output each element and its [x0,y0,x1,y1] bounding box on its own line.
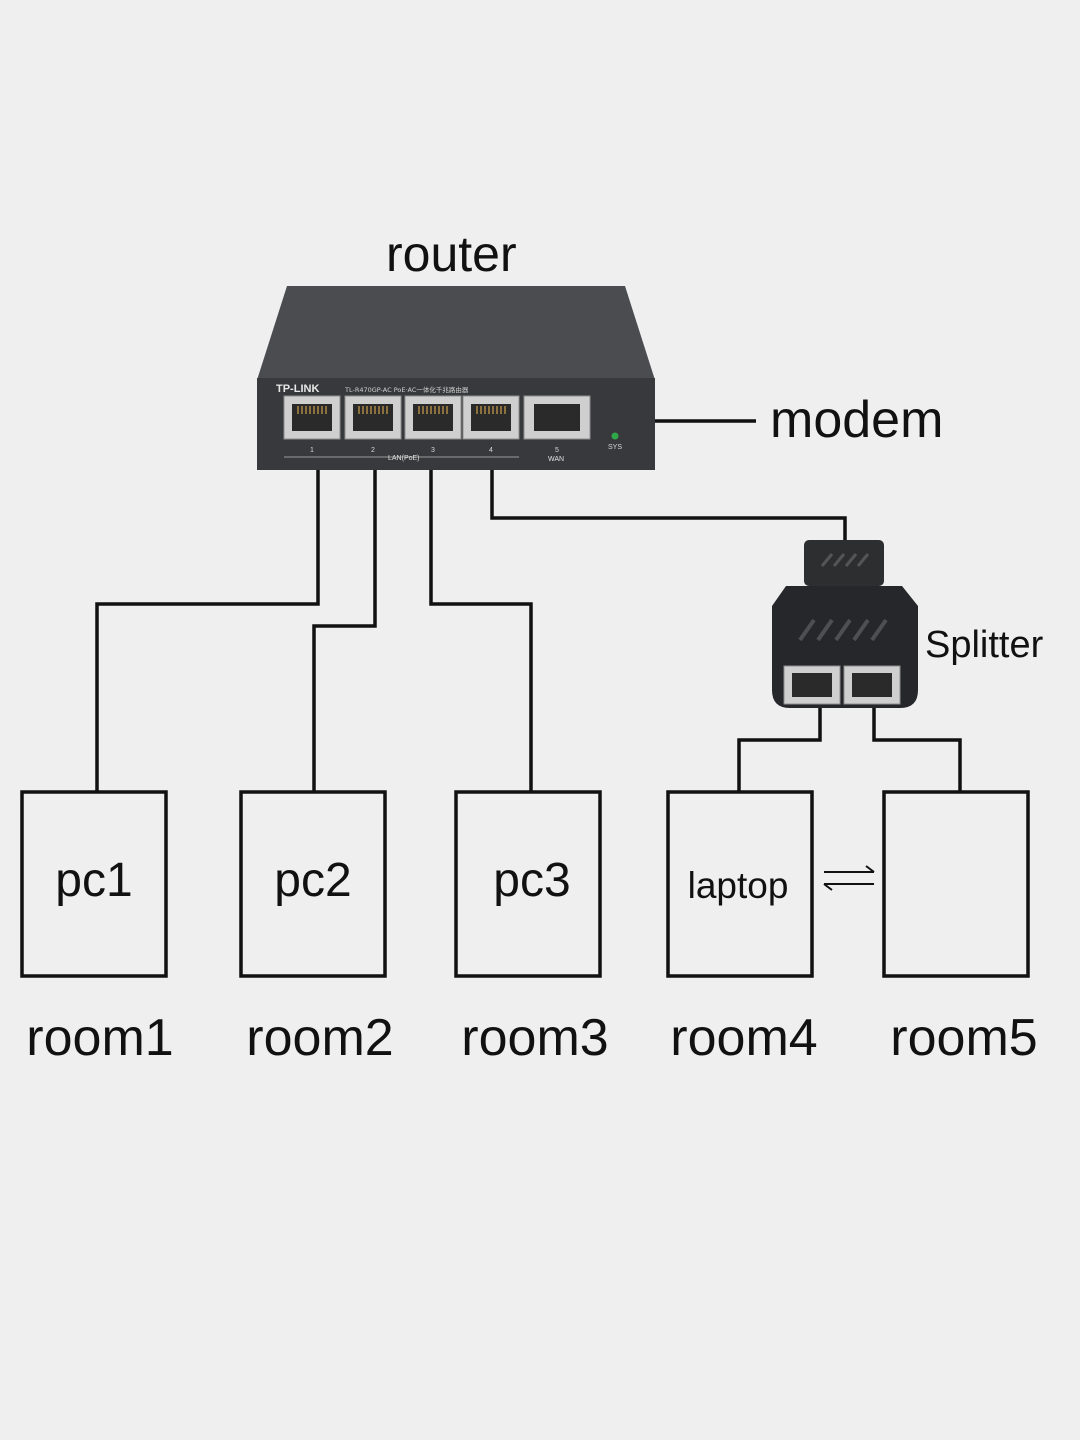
device-name-pc2: pc2 [274,854,352,907]
router-brand: TP-LINK [276,383,319,395]
port-number-3: 3 [431,447,435,454]
sys-label: SYS [608,444,622,451]
lan-label: LAN(PoE) [388,455,420,462]
splitter-grip-mid [798,618,888,642]
splitter-label: Splitter [925,624,1044,666]
device-name-pc3: pc3 [493,854,571,907]
device-name-pc1: pc1 [55,854,133,907]
cable-router-pc1 [95,440,320,792]
room-label-3: room3 [461,1009,609,1067]
laptop-box [666,790,814,978]
contacts [476,406,506,414]
port-opening [471,404,511,431]
splitter-input-plug [804,540,884,586]
router-top-face [257,286,655,380]
pc1-box [20,790,168,978]
splitter-out-opening-2 [852,673,892,697]
cable-splitter-laptop [737,700,822,792]
sys-led-icon [611,432,619,440]
room-label-1: room1 [26,1009,174,1067]
arrow-left [823,883,874,891]
contacts [418,406,448,414]
splitter-device [772,540,918,708]
port-opening [292,404,332,431]
splitter-grip-top [820,553,870,567]
exchange-arrows-icon [823,865,875,891]
port-opening [353,404,393,431]
port-number-1: 1 [310,447,314,454]
router-model: TL-R470GP-AC PoE·AC一体化千兆路由器 [344,385,469,394]
room5-box [882,790,1030,978]
connection-lines [95,419,962,792]
room-label-5: room5 [890,1009,1038,1067]
cable-router-pc3 [429,440,533,792]
arrow-right [824,865,875,873]
pc2-box [239,790,387,978]
splitter-out-opening-1 [792,673,832,697]
cable-splitter-room5 [872,700,962,792]
port-number-2: 2 [371,447,375,454]
contacts [358,406,388,414]
device-boxes [20,790,1030,978]
router-device: TP-LINK TL-R470GP-AC PoE·AC一体化千兆路由器 [257,286,655,470]
room-label-2: room2 [246,1009,394,1067]
port-opening [413,404,453,431]
router-label: router [386,226,517,282]
wan-label: WAN [548,456,564,463]
port-number-4: 4 [489,447,493,454]
port-opening [534,404,580,431]
cable-router-pc2 [312,440,377,792]
port-contacts [297,406,506,414]
device-name-laptop: laptop [687,865,789,906]
room-label-4: room4 [670,1009,818,1067]
port-openings [292,404,580,431]
pc3-box [454,790,602,978]
cable-router-splitter [490,440,847,542]
wan-port-number: 5 [555,447,559,454]
contacts [297,406,327,414]
modem-label: modem [770,391,944,449]
